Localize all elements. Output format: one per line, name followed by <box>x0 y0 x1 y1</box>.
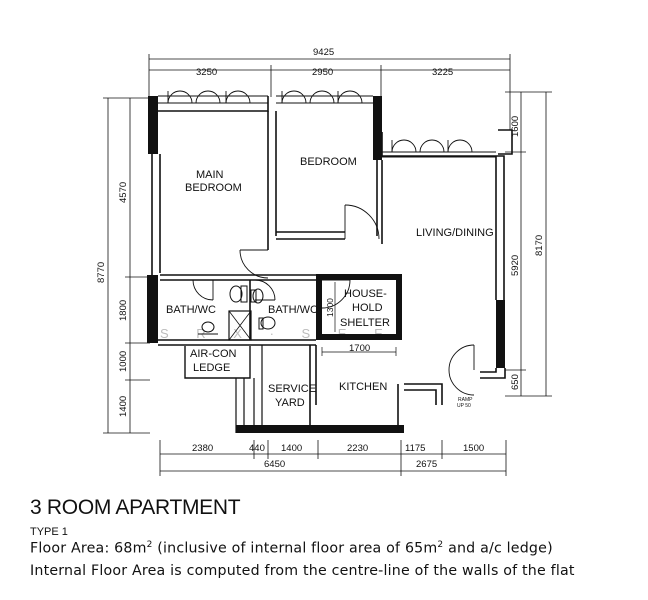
internal-area-note: Internal Floor Area is computed from the… <box>30 563 575 579</box>
dim-right-3: 650 <box>510 374 521 390</box>
dim-bottom-6: 1500 <box>463 443 484 454</box>
dim-left-3: 1000 <box>118 351 129 372</box>
bottom-dimensions <box>159 440 507 476</box>
room-label-service-2: YARD <box>275 397 305 409</box>
dim-overall-depth: 8770 <box>96 262 107 283</box>
superscript-1: 2 <box>146 540 153 550</box>
room-label-main-bedroom-2: BEDROOM <box>185 182 242 194</box>
room-label-bedroom: BEDROOM <box>300 156 357 168</box>
room-label-kitchen: KITCHEN <box>339 381 387 393</box>
floor-area-end: and a/c ledge) <box>443 540 553 557</box>
dim-bottom-8: 2675 <box>416 459 437 470</box>
windows <box>158 90 496 158</box>
dim-left-4: 1400 <box>118 396 129 417</box>
floor-plan-drawing: S R X · S E E 9425 3250 2950 3225 8770 4… <box>96 47 552 476</box>
room-label-main-bedroom-1: MAIN <box>196 169 224 181</box>
floor-area-note: Floor Area: 68m2 (inclusive of internal … <box>30 540 553 557</box>
room-label-shelter-2: HOLD <box>352 302 383 314</box>
dim-overall-right: 8170 <box>534 235 545 256</box>
dim-bottom-1: 2380 <box>192 443 213 454</box>
plan-type: TYPE 1 <box>30 526 68 538</box>
room-label-service-1: SERVICE <box>268 383 316 395</box>
room-label-shelter-3: SHELTER <box>340 317 390 329</box>
dim-bottom-4: 2230 <box>347 443 368 454</box>
floor-area-suffix: (inclusive of internal floor area of 65m <box>152 540 438 557</box>
dim-right-2: 5920 <box>510 255 521 276</box>
fixtures <box>198 285 276 335</box>
dim-overall-width: 9425 <box>313 47 334 58</box>
dim-left-1: 4570 <box>118 182 129 203</box>
inner-dimensions <box>321 282 397 356</box>
dim-bottom-2: 440 <box>249 443 265 454</box>
left-dimensions <box>103 97 150 434</box>
dim-top-3: 3225 <box>432 67 453 78</box>
room-label-living-dining: LIVING/DINING <box>416 227 494 239</box>
dim-top-2: 2950 <box>312 67 333 78</box>
right-dimensions <box>505 91 552 397</box>
dim-top-1: 3250 <box>196 67 217 78</box>
ramp-label-2: UP 50 <box>457 403 471 409</box>
dim-shelter-depth: 1300 <box>325 298 335 317</box>
door-swings <box>192 204 475 396</box>
dim-bottom-5: 1175 <box>405 443 425 454</box>
dim-bottom-7: 6450 <box>264 459 285 470</box>
ramp-label-1: RAMP <box>458 397 473 403</box>
dim-bottom-3: 1400 <box>281 443 302 454</box>
dim-right-1: 1600 <box>510 116 521 137</box>
floor-area-prefix: Floor Area: 68m <box>30 540 147 557</box>
plan-title: 3 ROOM APARTMENT <box>30 496 241 519</box>
walls <box>147 96 513 433</box>
room-label-aircon-2: LEDGE <box>193 362 230 374</box>
room-label-aircon-1: AIR-CON <box>190 348 237 360</box>
room-label-bath-left: BATH/WC <box>166 304 216 316</box>
dim-left-2: 1800 <box>118 300 129 321</box>
room-label-shelter-1: HOUSE- <box>344 288 387 300</box>
dim-shelter-width: 1700 <box>349 343 370 354</box>
room-label-bath-right: BATH/WC <box>268 304 318 316</box>
superscript-2: 2 <box>437 540 444 550</box>
